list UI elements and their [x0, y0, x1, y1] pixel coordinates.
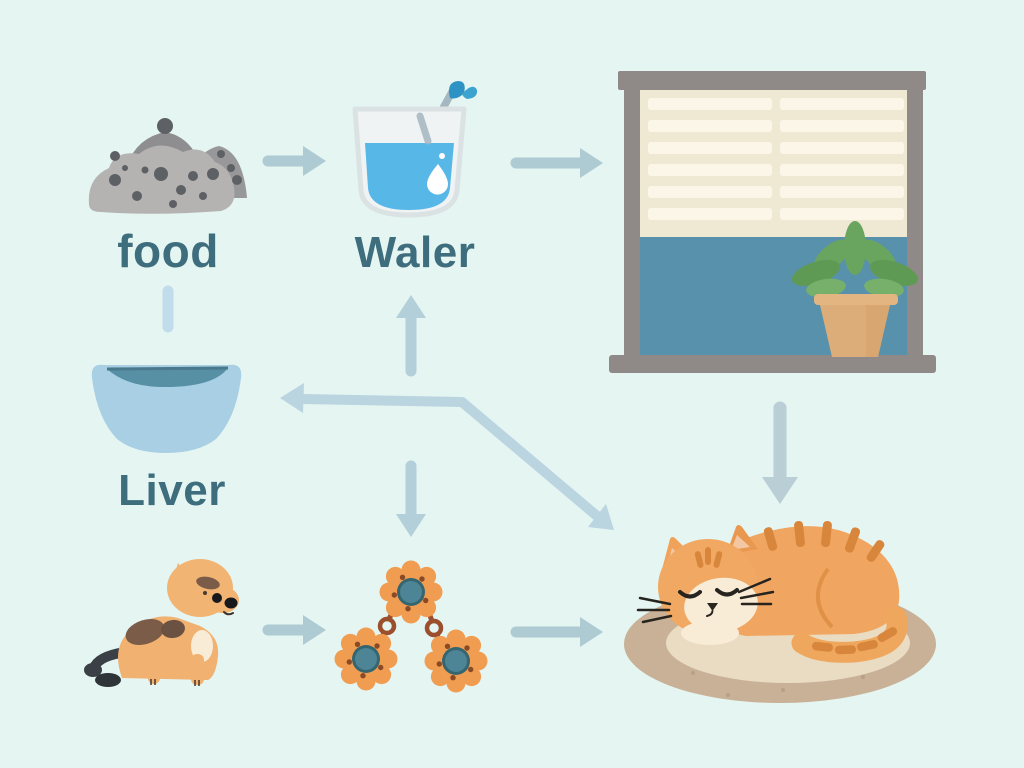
cat-front-paw: [681, 621, 739, 645]
cat-nose: [707, 603, 718, 611]
bowl-interior: [107, 368, 228, 388]
plant-pot: [814, 294, 898, 357]
puppy-front-legs: [148, 654, 204, 686]
arrow-up-to-water: [396, 295, 426, 377]
potted-plant: [791, 221, 919, 357]
puppy-chest: [191, 630, 213, 662]
cat-head: [636, 525, 775, 645]
puppy-icon: [84, 559, 239, 687]
arrow-down-to-toys: [396, 460, 426, 537]
arrow-puppy-to-toys: [262, 615, 326, 645]
window-with-blinds-and-plant-icon: [609, 71, 936, 373]
pet-bowl-icon: [91, 364, 242, 453]
cat-closed-eyes: [678, 588, 739, 599]
droplet: [427, 164, 448, 195]
puppy-nose: [224, 597, 238, 609]
puppy-head: [167, 559, 239, 617]
gear-flower-left: [334, 627, 398, 691]
cat-back-stripes: [763, 520, 885, 562]
cat-haunch-crease: [815, 567, 834, 629]
cat-tail: [791, 606, 908, 663]
arrow-toys-to-cat: [510, 617, 603, 647]
window-frame: [609, 71, 936, 373]
blinds: [640, 90, 907, 237]
bowl-body: [91, 364, 242, 453]
puppy-head-patch: [196, 576, 220, 590]
water-fill: [365, 143, 454, 210]
sleeping-cat-on-bed-icon: [624, 520, 936, 703]
kibble-dots: [109, 118, 242, 208]
puppy-eye: [212, 593, 222, 603]
food-label: food: [117, 225, 219, 277]
cat-whiskers: [636, 577, 775, 624]
gear-flowers-chain-icon: [334, 560, 488, 693]
arrow-window-to-cat: [762, 401, 798, 504]
gear-flower-top: [379, 560, 443, 624]
gear-flower-right: [424, 629, 488, 693]
sprout-leaf: [449, 81, 478, 99]
puppy-back-patch: [125, 619, 165, 645]
arrow-food-to-water: [262, 146, 326, 176]
kibble-pile-icon: [88, 118, 247, 214]
plant-leaves: [791, 221, 919, 298]
arrow-water-to-window: [510, 148, 603, 178]
cat-forehead-stripes: [694, 547, 723, 568]
water-glass-icon: [352, 81, 478, 218]
arrow-bent-to-liver-and-cat: [280, 383, 614, 530]
water-label: Waler: [354, 228, 476, 277]
liver-label: Liver: [118, 466, 226, 515]
